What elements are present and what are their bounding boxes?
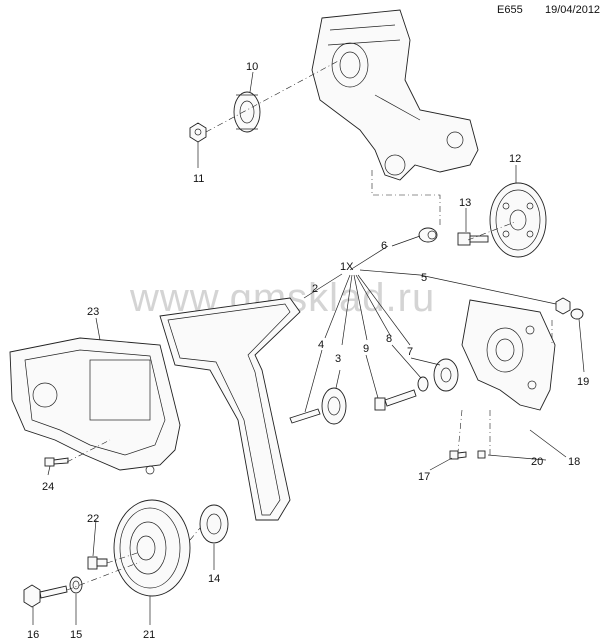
callout-12: 12 (509, 153, 521, 165)
callout-19: 19 (577, 376, 589, 388)
part-9-bolt (374, 389, 417, 411)
callout-4: 4 (318, 339, 324, 351)
part-14-crank-sprocket (199, 504, 229, 544)
part-13-bolt (457, 232, 489, 246)
part-7-idler (433, 358, 459, 392)
part-12-cam-pulley (489, 182, 547, 258)
diagram-date: 19/04/2012 (545, 4, 600, 16)
callout-1x: 1X (340, 261, 354, 273)
part-18-water-pump (461, 299, 556, 411)
part-4-bolt (289, 408, 321, 424)
callout-3: 3 (335, 353, 341, 365)
part-6-spacer (418, 227, 438, 243)
part-5-nut (555, 297, 571, 315)
callout-5: 5 (421, 272, 427, 284)
callout-20: 20 (531, 456, 543, 468)
part-16-bolt (23, 584, 68, 608)
part-3-tensioner (321, 387, 347, 425)
callout-labels: 10 11 12 13 6 1X 5 2 23 4 8 7 3 9 19 18 … (27, 61, 589, 641)
callout-9: 9 (363, 343, 369, 355)
part-24-bolt (44, 457, 69, 467)
callout-7: 7 (407, 346, 413, 358)
callout-8: 8 (386, 333, 392, 345)
diagram-code: E655 (497, 4, 523, 16)
callout-15: 15 (70, 629, 82, 641)
callout-11: 11 (193, 173, 204, 185)
part-2-timing-belt (159, 297, 301, 521)
engine-housing (311, 9, 479, 181)
part-20-screw (477, 450, 486, 459)
part-15-washer (69, 576, 83, 594)
part-10-sprocket (233, 91, 261, 133)
part-17-bolt (449, 450, 467, 460)
part-23-timing-cover (9, 337, 181, 475)
part-22-bolt (87, 556, 108, 570)
callout-6: 6 (381, 240, 387, 252)
callout-17: 17 (418, 471, 430, 483)
leader-lines (32, 71, 585, 625)
callout-14: 14 (208, 573, 220, 585)
part-19-bolt (570, 308, 584, 320)
part-21-crank-pulley (113, 499, 191, 597)
alignment-lines (66, 59, 553, 591)
callout-2: 2 (312, 283, 318, 295)
callout-13: 13 (459, 197, 471, 209)
callout-24: 24 (42, 481, 54, 493)
callout-10: 10 (246, 61, 258, 73)
callout-18: 18 (568, 456, 580, 468)
callout-22: 22 (87, 513, 99, 525)
part-8-washer (417, 376, 429, 392)
part-11-nut (189, 122, 207, 143)
callout-16: 16 (27, 629, 39, 641)
callout-23: 23 (87, 306, 99, 318)
callout-21: 21 (143, 629, 155, 641)
